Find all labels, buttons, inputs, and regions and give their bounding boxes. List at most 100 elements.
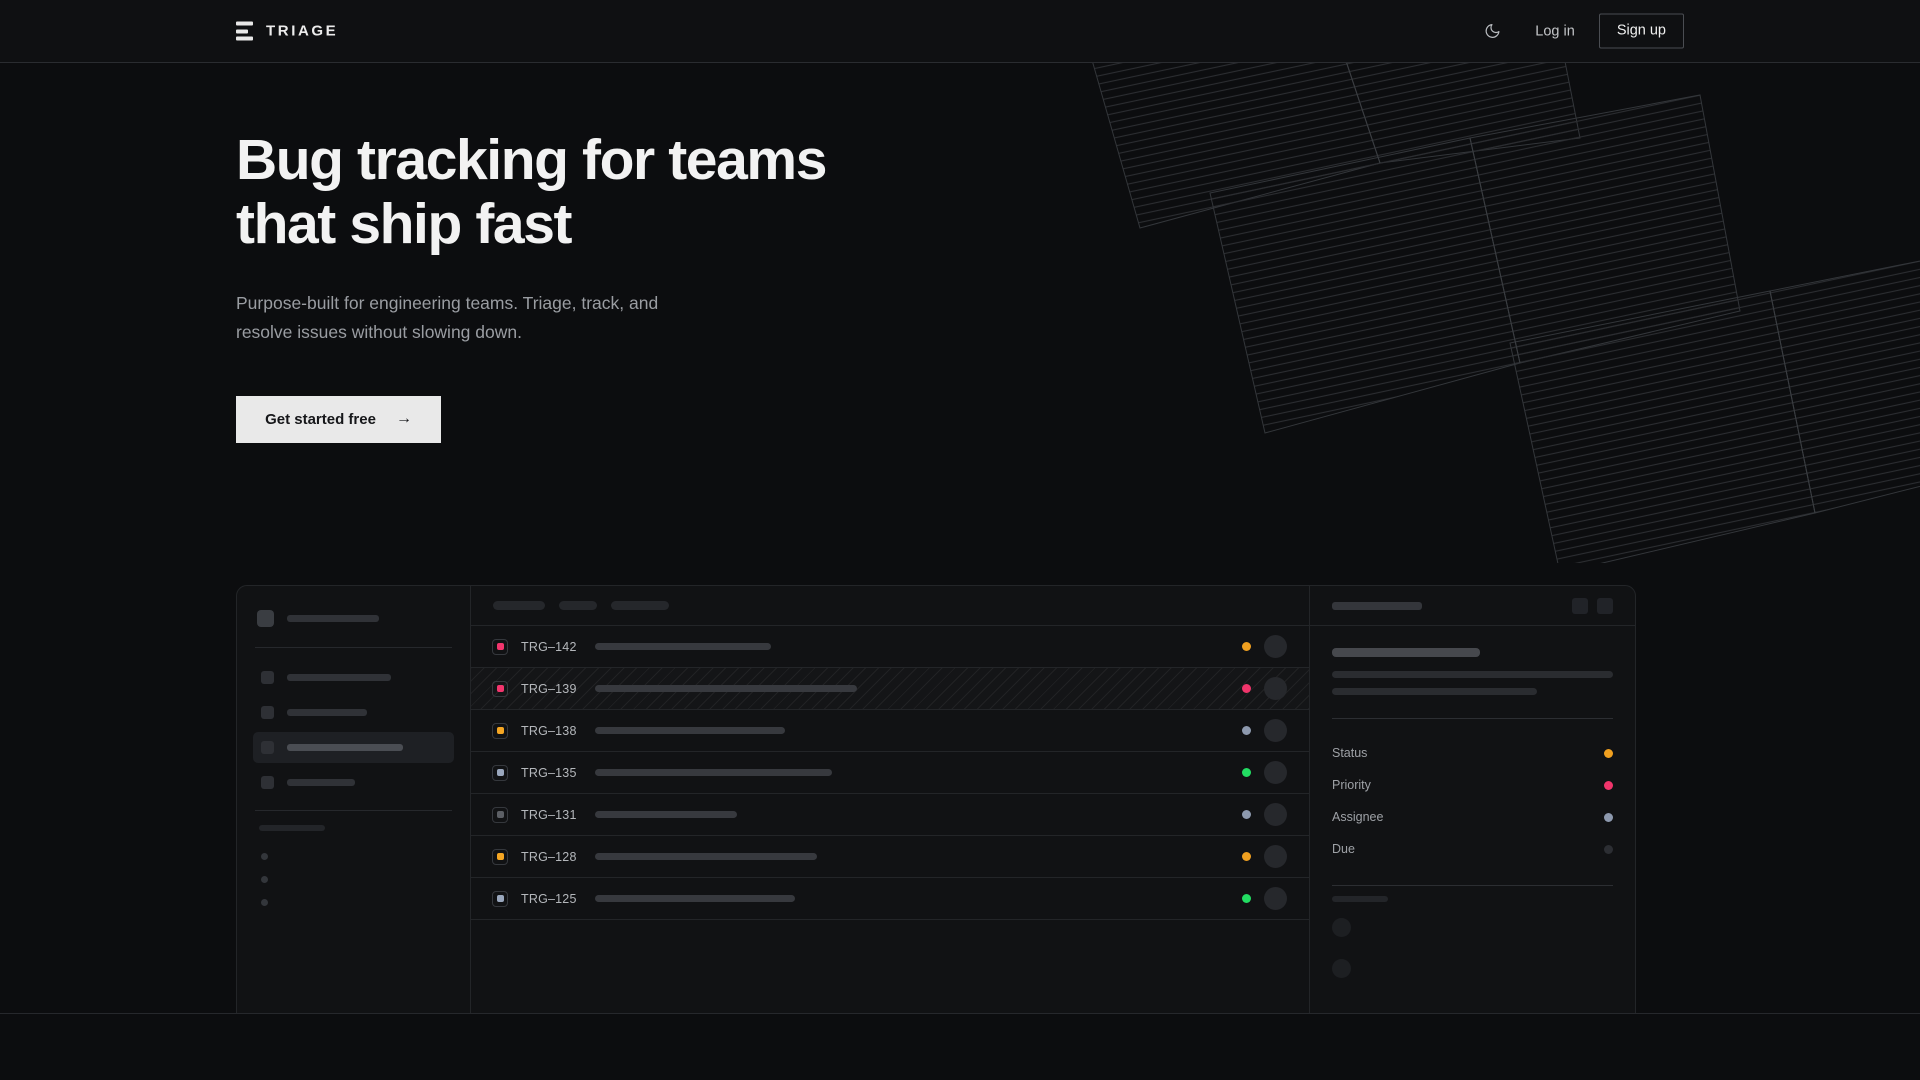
- cta-label: Get started free: [265, 410, 376, 428]
- meta-value-indicator: [1604, 844, 1613, 854]
- priority-badge-icon: [492, 680, 508, 697]
- row-meta: [1242, 677, 1309, 700]
- detail-divider: [1332, 718, 1613, 719]
- status-badge: [1242, 810, 1251, 819]
- avatar[interactable]: [1264, 845, 1287, 868]
- nav-item-label-placeholder: [287, 779, 355, 786]
- header-nav: Log in Sign up: [1475, 13, 1684, 49]
- table-row[interactable]: TRG–128: [471, 836, 1309, 878]
- priority-badge-icon: [492, 806, 508, 823]
- detail-meta-row-status[interactable]: Status: [1332, 737, 1613, 769]
- row-meta: [1242, 635, 1309, 658]
- nav-item-icon: [261, 671, 274, 684]
- issue-id: TRG–125: [521, 891, 577, 906]
- detail-meta-row-assignee[interactable]: Assignee: [1332, 801, 1613, 833]
- sidebar-nav-item-3[interactable]: [253, 767, 454, 798]
- comments-label-placeholder: [1332, 896, 1388, 902]
- issue-title-placeholder: [595, 895, 795, 902]
- login-link[interactable]: Log in: [1535, 23, 1575, 39]
- detail-action-button-0[interactable]: [1572, 597, 1588, 614]
- page-bottom-divider: [0, 1013, 1920, 1014]
- nav-item-label-placeholder: [287, 744, 403, 751]
- table-row[interactable]: TRG–135: [471, 752, 1309, 794]
- avatar[interactable]: [1264, 761, 1287, 784]
- sidebar-nav-item-1[interactable]: [253, 697, 454, 728]
- issue-id: TRG–139: [521, 681, 577, 696]
- sidebar-sublist-item-0[interactable]: [253, 845, 454, 868]
- sidebar-nav-item-2[interactable]: [253, 732, 454, 763]
- issue-id: TRG–128: [521, 849, 577, 864]
- triage-bars-icon: [236, 21, 253, 41]
- sidebar-nav-item-0[interactable]: [253, 662, 454, 693]
- table-row[interactable]: TRG–138: [471, 710, 1309, 752]
- issue-id: TRG–131: [521, 807, 577, 822]
- nav-item-label-placeholder: [287, 709, 367, 716]
- avatar[interactable]: [1264, 887, 1287, 910]
- detail-title-placeholder: [1332, 648, 1480, 657]
- toolbar-control-2[interactable]: [611, 601, 669, 610]
- nav-item-icon: [261, 776, 274, 789]
- sidebar-section-label: [259, 825, 325, 831]
- status-badge: [1242, 726, 1251, 735]
- meta-value-indicator: [1604, 748, 1613, 758]
- toolbar-control-1[interactable]: [559, 601, 597, 610]
- workspace-name-placeholder: [287, 615, 379, 622]
- issue-title-placeholder: [595, 685, 857, 692]
- table-row[interactable]: TRG–131: [471, 794, 1309, 836]
- sidebar-nav: [253, 662, 454, 798]
- signup-button[interactable]: Sign up: [1598, 13, 1684, 49]
- table-row[interactable]: TRG–139: [471, 668, 1309, 710]
- priority-badge-icon: [492, 890, 508, 907]
- sidebar-divider-top: [255, 647, 452, 648]
- avatar[interactable]: [1264, 635, 1287, 658]
- detail-meta-row-priority[interactable]: Priority: [1332, 769, 1613, 801]
- nav-item-icon: [261, 741, 274, 754]
- get-started-button[interactable]: Get started free →: [236, 395, 441, 443]
- bullet-icon: [261, 876, 268, 883]
- meta-value-indicator: [1604, 780, 1613, 790]
- sidebar-sublist-item-1[interactable]: [253, 868, 454, 891]
- issue-title-placeholder: [595, 769, 832, 776]
- detail-action-button-1[interactable]: [1597, 597, 1613, 614]
- issue-title-placeholder: [595, 853, 817, 860]
- table-row[interactable]: TRG–125: [471, 878, 1309, 920]
- avatar[interactable]: [1264, 719, 1287, 742]
- comment-avatar-1[interactable]: [1332, 959, 1351, 978]
- issue-id: TRG–138: [521, 723, 577, 738]
- detail-text-line-0: [1332, 671, 1613, 678]
- sidebar-divider-bottom: [255, 810, 452, 811]
- detail-meta-row-due[interactable]: Due: [1332, 833, 1613, 865]
- row-meta: [1242, 761, 1309, 784]
- priority-badge-icon: [492, 722, 508, 739]
- issue-title-placeholder: [595, 643, 771, 650]
- toolbar-control-0[interactable]: [493, 601, 545, 610]
- bullet-icon: [261, 853, 268, 860]
- headline-line-1: Bug tracking for teams: [236, 128, 827, 192]
- page-title: Bug tracking for teams that ship fast: [236, 128, 1136, 257]
- site-header: TRIAGE Log in Sign up: [0, 0, 1920, 63]
- avatar[interactable]: [1264, 803, 1287, 826]
- decorative-panels-graphic: [1092, 63, 1920, 563]
- comment-avatars: [1332, 918, 1613, 978]
- brand-logo[interactable]: TRIAGE: [236, 21, 339, 41]
- brand-name: TRIAGE: [266, 22, 339, 40]
- bullet-icon: [261, 899, 268, 906]
- meta-label: Priority: [1332, 778, 1371, 792]
- meta-label: Status: [1332, 746, 1368, 760]
- avatar[interactable]: [1264, 677, 1287, 700]
- table-row[interactable]: TRG–142: [471, 626, 1309, 668]
- priority-badge-icon: [492, 764, 508, 781]
- moon-icon[interactable]: [1475, 14, 1509, 48]
- comment-avatar-0[interactable]: [1332, 918, 1351, 937]
- status-badge: [1242, 894, 1251, 903]
- sidebar-sublist-item-2[interactable]: [253, 891, 454, 914]
- workspace-logo-icon: [257, 610, 274, 627]
- row-meta: [1242, 803, 1309, 826]
- meta-value-indicator: [1604, 812, 1613, 822]
- meta-label: Assignee: [1332, 810, 1384, 824]
- workspace-switcher[interactable]: [253, 602, 454, 635]
